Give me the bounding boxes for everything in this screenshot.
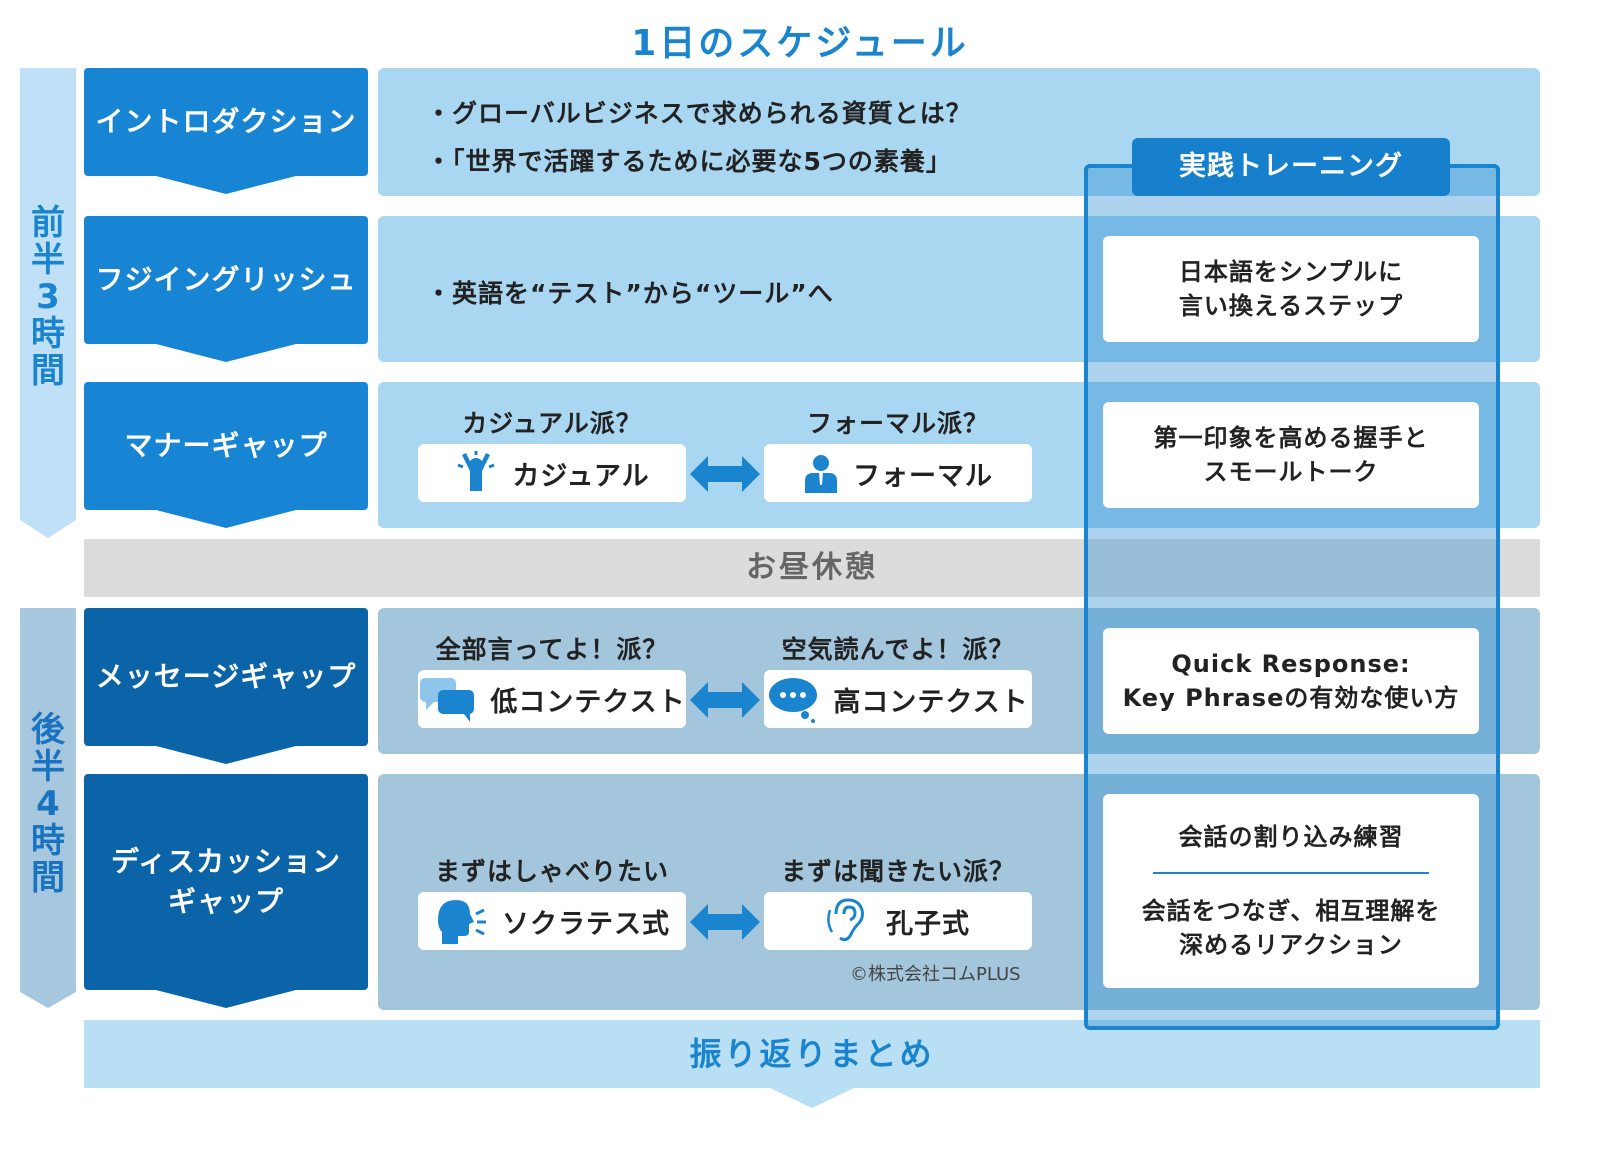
manner-double-arrow-icon <box>690 456 760 492</box>
formal-person-icon <box>803 453 839 493</box>
interrupt-practice: 会話の割り込み練習 <box>1178 823 1404 851</box>
first-half-bar <box>20 68 76 538</box>
formal-pill: フォーマル <box>764 444 1032 502</box>
formal-question: フォーマル派？ <box>806 409 989 438</box>
ear-icon <box>826 898 872 944</box>
session-fusinglish-arrow <box>156 344 296 362</box>
practice-card-conversation: 会話の割り込み練習 会話をつなぎ、相互理解を深めるリアクション <box>1103 794 1479 988</box>
socratic-pill: ソクラテス式 <box>418 892 686 950</box>
second-half-bar <box>20 608 76 1008</box>
casual-question: カジュアル派？ <box>462 409 642 438</box>
session-manner-arrow <box>156 510 296 528</box>
copyright: ©株式会社コムPLUS <box>850 964 1021 985</box>
practice-card-first-impression: 第一印象を高める握手とスモールトーク <box>1103 402 1479 508</box>
session-message: メッセージギャップ <box>84 608 368 746</box>
intro-bullet-2: ・「世界で活躍するために必要な5つの素養」 <box>426 147 952 176</box>
practice-card-quick-response: Quick Response:Key Phraseの有効な使い方 <box>1103 628 1479 734</box>
chat-bubbles-icon <box>418 676 476 722</box>
session-message-arrow <box>156 746 296 764</box>
low-context-question: 全部言ってよ！派？ <box>435 635 669 664</box>
review-summary: 振り返りまとめ <box>84 1020 1540 1088</box>
session-discussion-arrow <box>156 990 296 1008</box>
confucian-question: まずは聞きたい派？ <box>780 857 1015 886</box>
casual-person-icon <box>454 451 498 495</box>
speaking-head-icon <box>434 898 488 944</box>
review-arrow <box>770 1088 854 1108</box>
low-context-label: 低コンテクスト <box>490 686 686 718</box>
low-context-pill: 低コンテクスト <box>418 670 686 728</box>
practice-heading: 実践トレーニング <box>1132 138 1450 196</box>
high-context-question: 空気読んでよ！派？ <box>781 635 1015 664</box>
session-intro: イントロダクション <box>84 68 368 176</box>
session-fusinglish: フジイングリッシュ <box>84 216 368 344</box>
casual-label: カジュアル <box>512 460 650 492</box>
confucian-pill: 孔子式 <box>764 892 1032 950</box>
discussion-double-arrow-icon <box>690 904 760 940</box>
intro-bullet-1: ・グローバルビジネスで求められる資質とは？ <box>426 99 972 128</box>
session-intro-arrow <box>156 176 296 194</box>
socratic-label: ソクラテス式 <box>502 908 670 940</box>
practice-card-simplify: 日本語をシンプルに言い換えるステップ <box>1103 236 1479 342</box>
lunch-break: お昼休憩 <box>84 539 1540 597</box>
thought-bubble-icon <box>767 675 819 723</box>
high-context-label: 高コンテクスト <box>833 686 1029 718</box>
card-divider <box>1153 872 1429 874</box>
page-title: 1日のスケジュール <box>631 23 969 64</box>
confucian-label: 孔子式 <box>886 908 970 940</box>
high-context-pill: 高コンテクスト <box>764 670 1032 728</box>
formal-label: フォーマル <box>853 460 993 492</box>
session-manner: マナーギャップ <box>84 382 368 510</box>
message-double-arrow-icon <box>690 682 760 718</box>
session-discussion: ディスカッション ギャップ <box>84 774 368 990</box>
casual-pill: カジュアル <box>418 444 686 502</box>
fusinglish-bullet: ・英語を“テスト”から“ツール”へ <box>426 279 834 308</box>
